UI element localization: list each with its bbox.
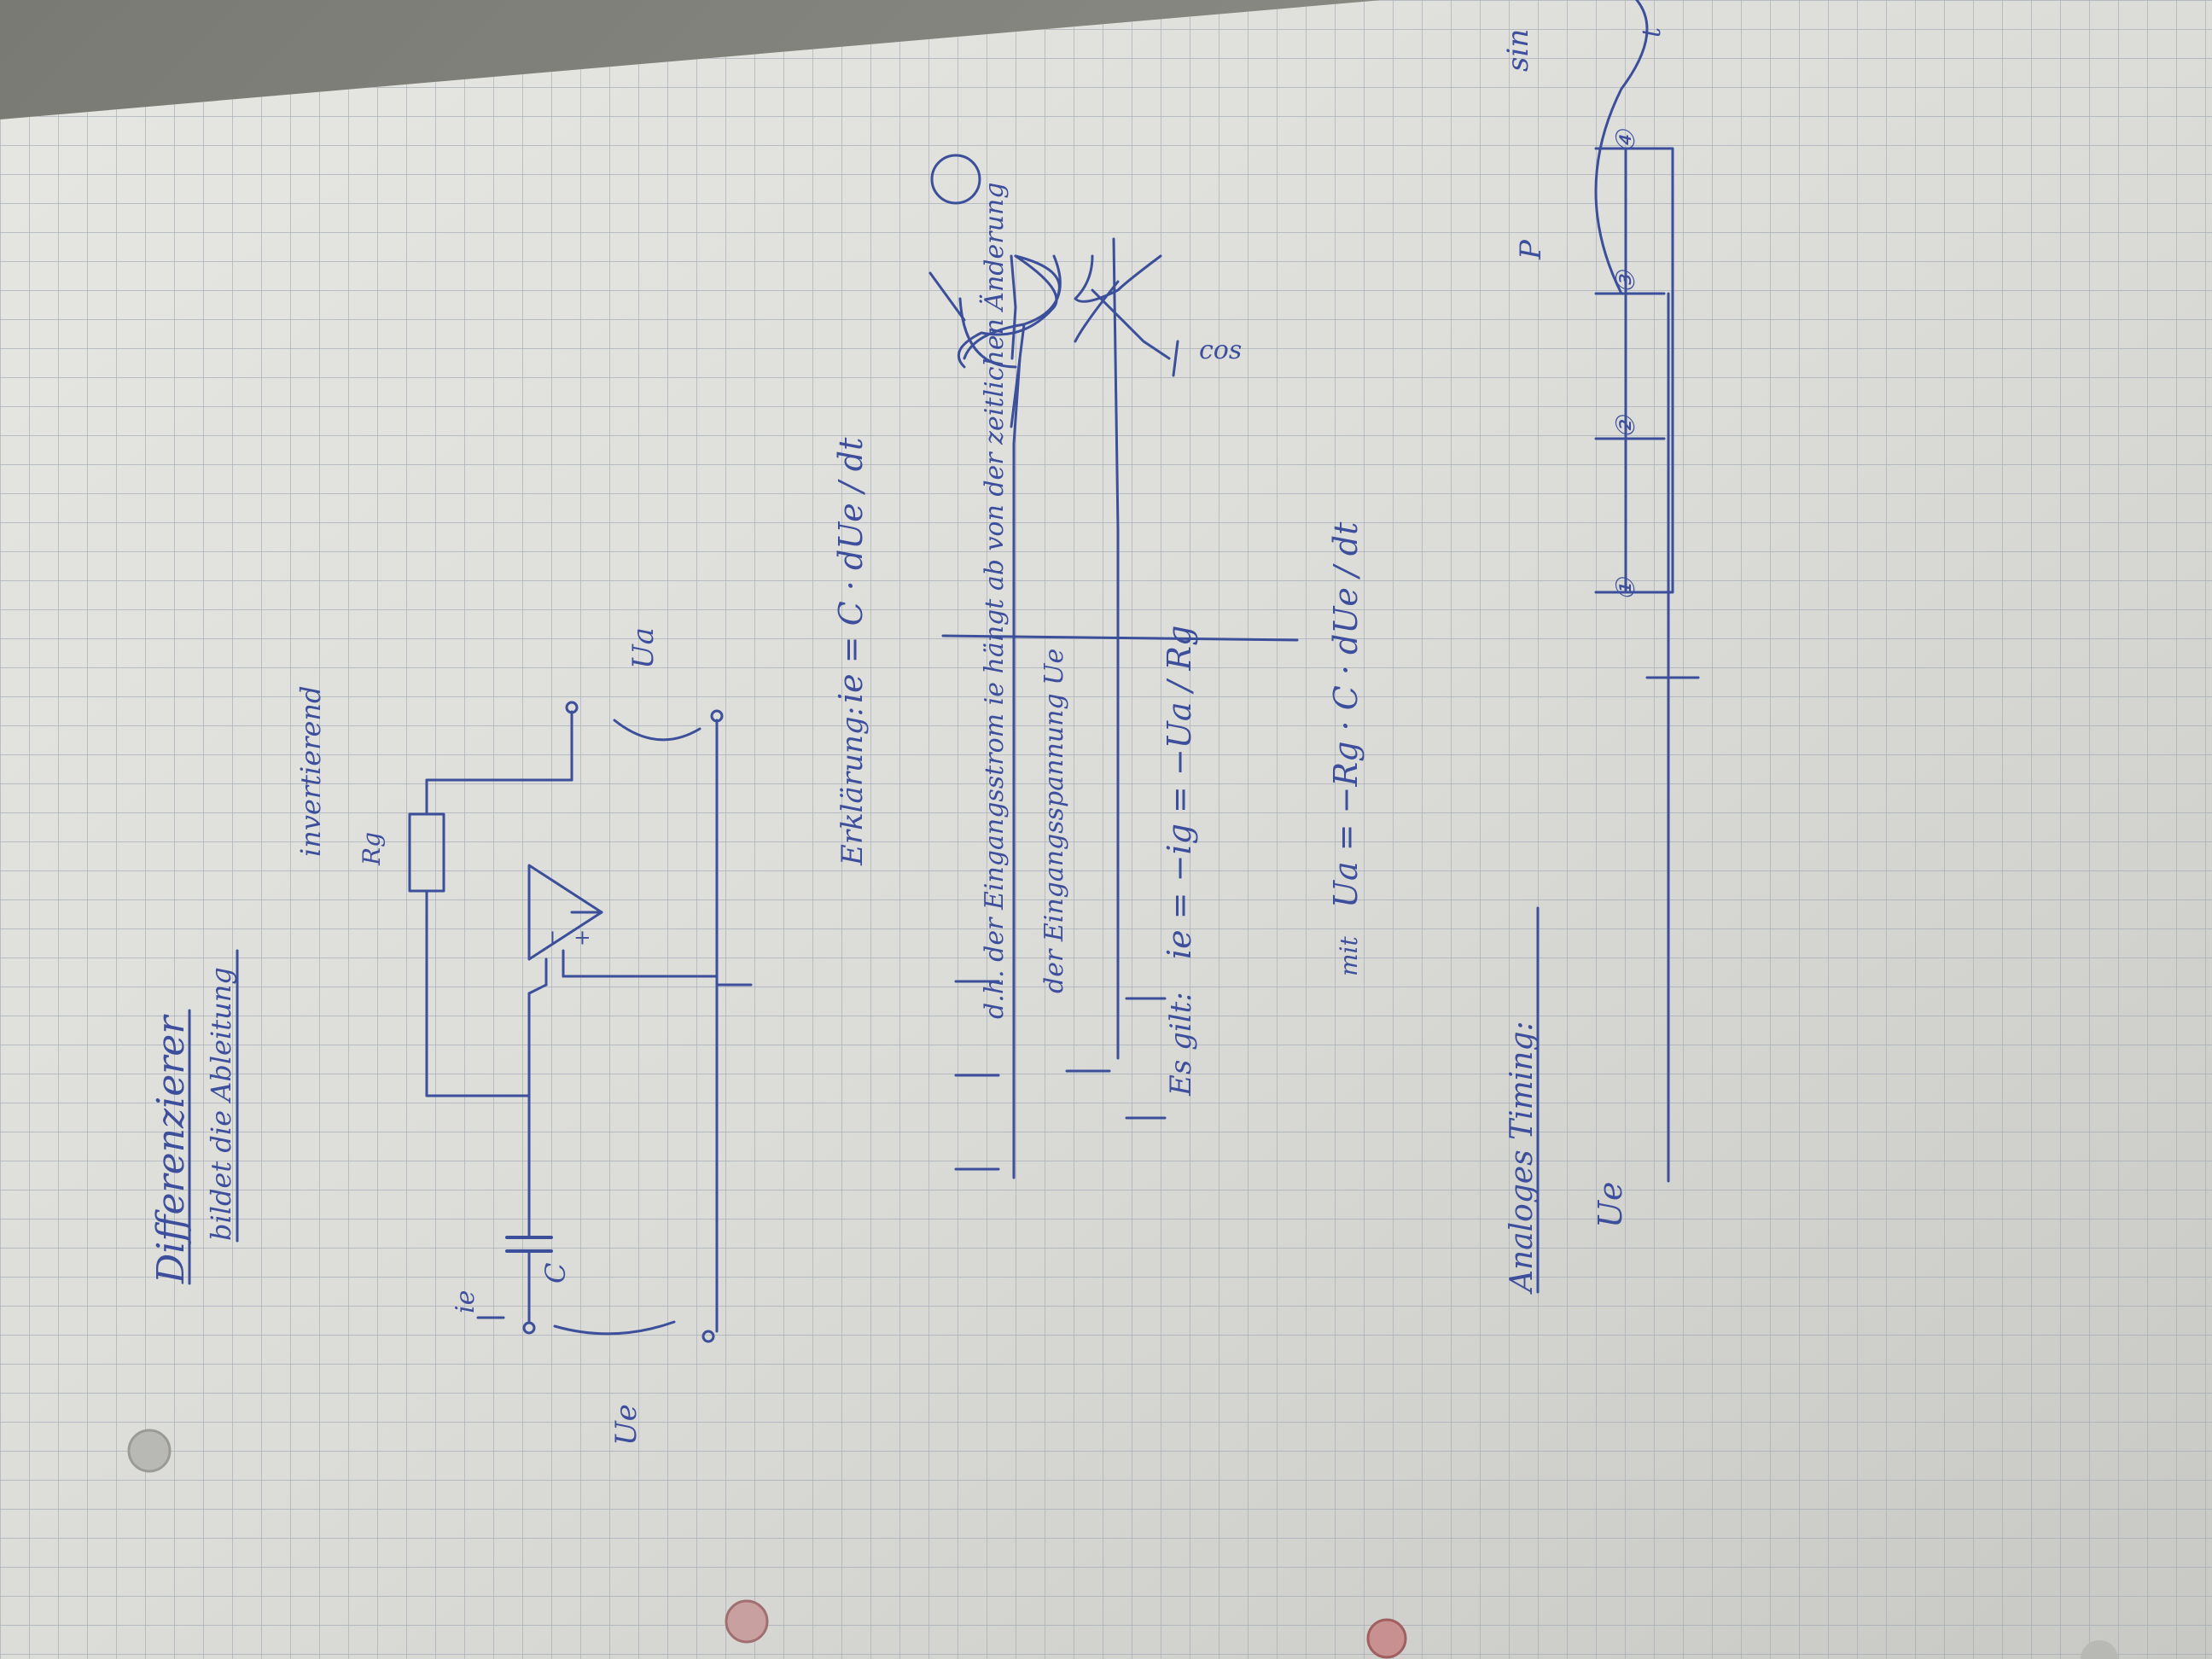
punch-hole <box>127 1429 172 1473</box>
circled-1: ① <box>1611 576 1641 601</box>
output-terminal-bottom <box>710 709 724 723</box>
title-text: Differenzierer <box>149 1014 193 1284</box>
handwriting-layer: Differenzierer bildet die Ableitung inve… <box>149 0 1700 1446</box>
label-minus: − <box>540 929 564 946</box>
erklaerung-prefix: Erklärung: <box>835 707 870 866</box>
mode-text: invertierend <box>294 685 327 857</box>
opamp-triangle <box>527 864 603 961</box>
sin-label-arrow <box>928 271 966 322</box>
analog-timing: Analoges Timing: Ue ① ② ③ ④ sin <box>1501 0 1700 1295</box>
cos-waveform-mid <box>1074 280 1120 343</box>
cos-waveform-descent <box>1091 288 1171 360</box>
timing-heading: Analoges Timing: <box>1505 1021 1540 1295</box>
punch-hole <box>725 1599 769 1644</box>
label-rg: Rg <box>358 832 386 866</box>
timing-waveforms: cos <box>928 154 1299 1179</box>
sin-axis-mark <box>1010 254 1017 360</box>
mit-formula: Ua = −Rg · C · dUe / dt <box>1327 521 1365 908</box>
erklaerung-formula: ie = C · dUe / dt <box>832 437 870 703</box>
cos-waveform-top <box>1074 254 1162 303</box>
label-plus: + <box>570 929 594 946</box>
circuit-schematic: ie C Rg Ue Ua − + <box>358 627 753 1446</box>
input-terminal-bottom <box>701 1330 715 1343</box>
timing-baseline <box>941 634 1299 642</box>
es-gilt-prefix: Es gilt: <box>1164 992 1198 1097</box>
sin-wave-peak <box>1014 254 1061 296</box>
output-terminal-top <box>565 701 579 714</box>
pulse-box <box>1624 147 1674 594</box>
cos-label-arrow <box>1172 340 1179 377</box>
page-mark: P <box>1514 239 1548 260</box>
pulse-markers <box>1594 147 1674 594</box>
label-ue: Ue <box>609 1404 643 1446</box>
ua-arrow <box>613 719 701 742</box>
ue-arrow <box>553 1320 676 1336</box>
circled-4: ④ <box>1611 128 1641 153</box>
sin-label: sin <box>1501 29 1535 72</box>
label-ie: ie <box>451 1290 480 1313</box>
dh-line2: der Eingangsspannung Ue <box>1039 649 1069 993</box>
sin-curve <box>1594 0 1649 295</box>
circled-2: ② <box>1611 414 1641 439</box>
sin-wave-trough <box>958 297 1017 369</box>
t-label: t <box>1637 26 1667 38</box>
formulas: Erklärung: ie = C · dUe / dt d.h. der Ei… <box>832 183 1365 1097</box>
mit-prefix: mit <box>1335 935 1363 976</box>
wire-minus-pin <box>527 983 548 995</box>
sin-descent <box>1010 323 1026 428</box>
punch-hole <box>2081 1640 2118 1659</box>
subtitle-text: bildet die Ableitung <box>205 967 237 1241</box>
label-c: C <box>539 1263 572 1284</box>
dh-line1: d.h. der Eingangsstrom ie hängt ab von d… <box>979 183 1010 1019</box>
cos-label: cos <box>1199 335 1242 365</box>
timing-ue-label: Ue <box>1592 1181 1629 1228</box>
sin-waveform <box>957 254 1058 369</box>
page-mark-circle <box>930 154 981 205</box>
punch-hole <box>1366 1618 1407 1659</box>
es-gilt-formula: ie = −ig = −Ua / Rg <box>1161 626 1198 959</box>
label-ua: Ua <box>626 627 661 669</box>
